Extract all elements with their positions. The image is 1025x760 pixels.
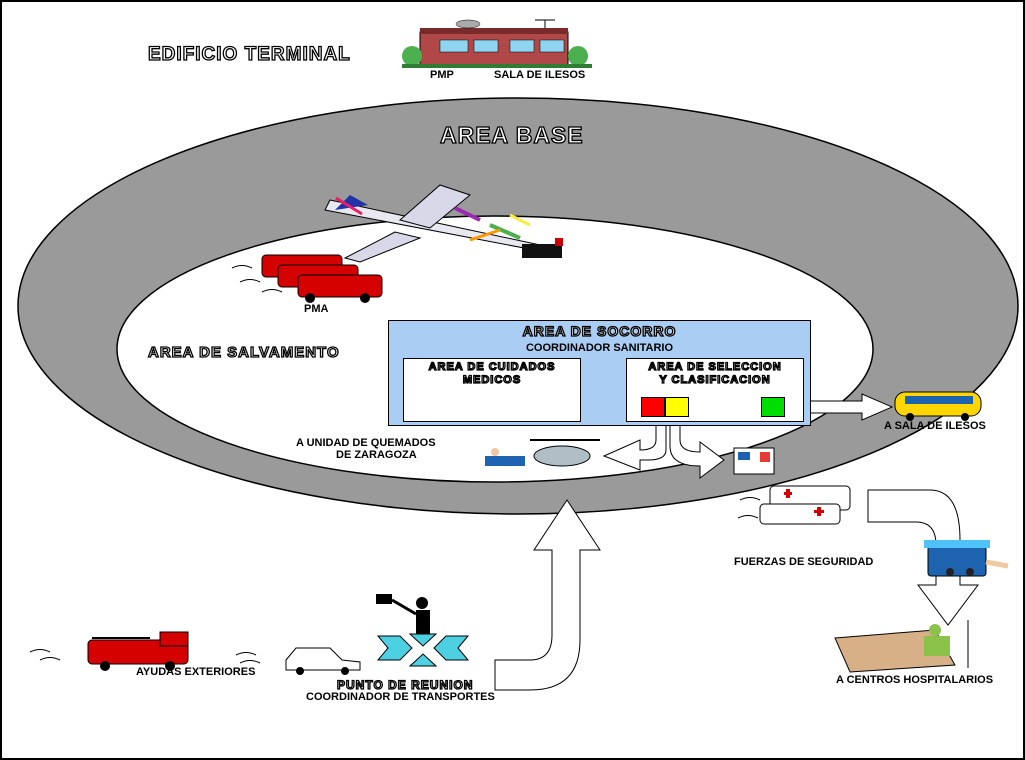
label-a-sala-ilesos: A SALA DE ILESOS <box>884 420 986 432</box>
label-quemados-line1: A UNIDAD DE QUEMADOS <box>296 437 436 449</box>
debris-icon <box>522 238 563 258</box>
arrow-to-quemados <box>602 417 667 471</box>
arrow-to-ambulances <box>669 417 725 479</box>
meeting-point-icon <box>376 633 470 667</box>
label-sala-ilesos-building: SALA DE ILESOS <box>494 69 586 81</box>
triage-red <box>641 397 665 417</box>
triage-yellow <box>665 397 689 417</box>
triage-green <box>761 397 785 417</box>
label-area-base: AREA BASE <box>439 121 584 148</box>
police-icon <box>924 540 1009 577</box>
label-pmp: PMP <box>430 69 454 81</box>
label-coordinador-transportes: COORDINADOR DE TRANSPORTES <box>306 691 495 703</box>
socorro-subtitle: COORDINADOR SANITARIO <box>525 342 674 354</box>
label-quemados-line2: DE ZARAGOZA <box>336 449 417 461</box>
traffic-officer-icon <box>376 594 430 634</box>
label-ayudas-exteriores: AYUDAS EXTERIORES <box>136 666 256 678</box>
label-fuerzas-seguridad: FUERZAS DE SEGURIDAD <box>734 556 874 568</box>
hospital-icon <box>834 620 969 673</box>
label-pma: PMA <box>304 303 329 315</box>
outside-police-car-icon <box>235 647 361 675</box>
terminal-building-icon <box>402 19 592 68</box>
airplane-icon <box>324 184 547 263</box>
label-centros-hospitalarios: A CENTROS HOSPITALARIOS <box>836 674 994 686</box>
bus-icon <box>894 391 982 421</box>
socorro-title: AREA DE SOCORRO <box>522 322 677 339</box>
label-area-salvamento: AREA DE SALVAMENTO <box>147 343 340 361</box>
ambulance-icon <box>733 447 851 525</box>
cuidados-medicos-label: AREA DE CUIDADOS MEDICOS <box>428 360 556 386</box>
seleccion-line2: Y CLASIFICACION <box>659 373 771 386</box>
label-punto-reunion: PUNTO DE REUNION <box>336 677 474 692</box>
helicopter-icon <box>485 439 600 467</box>
arrow-up-from-reunion <box>494 499 601 691</box>
seleccion-line1: AREA DE SELECCION <box>648 360 782 373</box>
cuidados-medicos-box: AREA DE CUIDADOS MEDICOS <box>403 358 581 422</box>
title-edificio-terminal: EDIFICIO TERMINAL <box>147 43 351 65</box>
fire-trucks-icon <box>231 254 383 303</box>
outside-fire-truck-icon <box>29 631 189 671</box>
area-socorro-box: AREA DE SOCORRO COORDINADOR SANITARIO AR… <box>388 320 811 426</box>
arrow-to-hospitales <box>867 489 979 626</box>
